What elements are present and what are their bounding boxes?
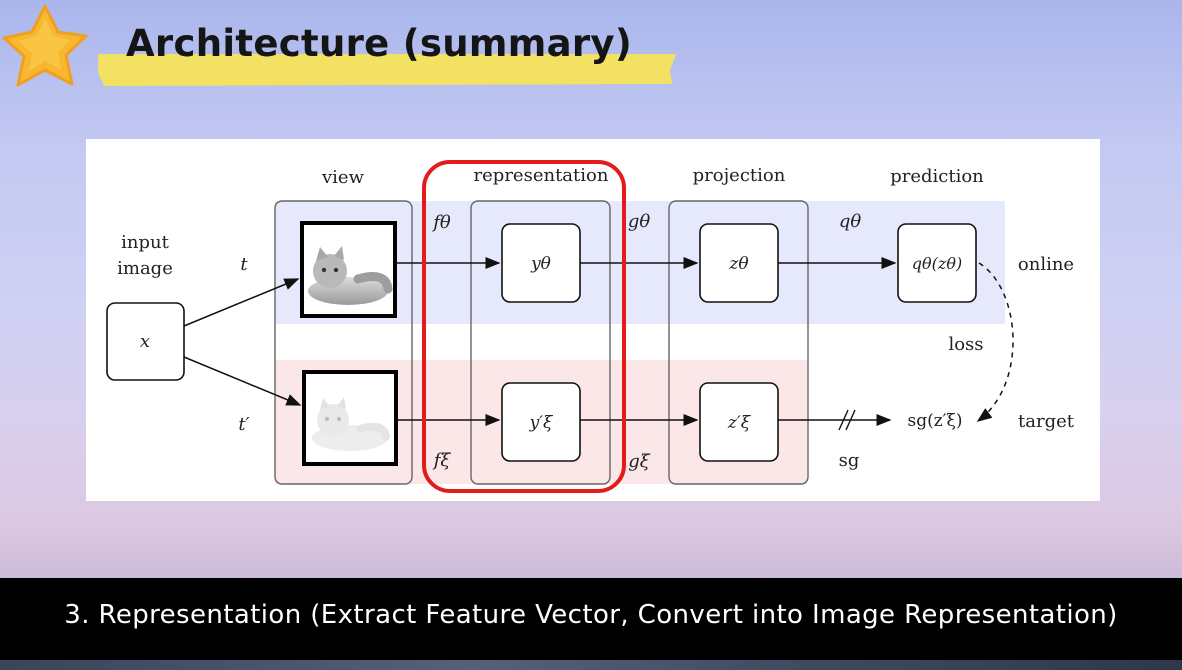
- node-prediction: [897, 223, 977, 303]
- q-online-label: qθ: [839, 211, 862, 232]
- view-group-box: [274, 200, 413, 485]
- caption-text: 3. Representation (Extract Feature Vecto…: [64, 600, 1118, 630]
- header-representation: representation: [474, 165, 609, 186]
- g-online-label: gθ: [628, 211, 651, 232]
- f-online-label: fθ: [431, 212, 451, 233]
- slide-header: Architecture (summary): [0, 0, 700, 110]
- header-view: view: [321, 167, 365, 188]
- stop-gradient-mark-1: [838, 409, 849, 431]
- loss-label: loss: [948, 334, 983, 355]
- f-target-label: fξ: [432, 450, 452, 471]
- background-strip: [0, 660, 1182, 670]
- input-label-line2: image: [117, 258, 173, 279]
- header-projection: projection: [693, 165, 786, 186]
- target-output-label: sg(z′ξ): [907, 411, 962, 431]
- kitten-photo-faded: [302, 370, 398, 466]
- sg-label: sg: [839, 450, 860, 471]
- input-label-line1: input: [121, 232, 169, 253]
- highlighter-stroke: [98, 54, 676, 86]
- aug-online-label: t: [240, 254, 248, 275]
- node-y-online-label: yθ: [530, 254, 551, 274]
- caption-bar: 3. Representation (Extract Feature Vecto…: [0, 578, 1182, 660]
- stop-gradient-mark-2: [845, 409, 856, 431]
- g-target-label: gξ: [628, 451, 651, 472]
- input-node-label: x: [140, 331, 150, 352]
- representation-group-box: [470, 200, 611, 485]
- header-prediction: prediction: [890, 166, 984, 187]
- node-z-target-label: z′ξ: [727, 413, 752, 433]
- edge-input-to-target-view: [183, 356, 302, 406]
- aug-target-label: t′: [238, 414, 249, 435]
- input-node: [106, 302, 185, 381]
- kitten-photo-color: [300, 221, 397, 318]
- node-prediction-label: qθ(zθ): [912, 254, 962, 273]
- representation-highlight: [422, 160, 626, 493]
- node-z-online-label: zθ: [728, 254, 748, 274]
- node-y-target: [501, 382, 581, 462]
- row-label-online: online: [1018, 254, 1074, 275]
- edge-input-to-online-view: [183, 278, 300, 327]
- slide-title: Architecture (summary): [126, 22, 633, 65]
- row-label-target: target: [1018, 411, 1075, 432]
- architecture-diagram: view representation projection predictio…: [86, 139, 1100, 501]
- node-z-target: [699, 382, 779, 462]
- title-decoration: [2, 4, 676, 87]
- projection-group-box: [668, 200, 809, 485]
- node-y-target-label: y′ξ: [529, 413, 554, 433]
- diagram-canvas: view representation projection predictio…: [106, 160, 1075, 493]
